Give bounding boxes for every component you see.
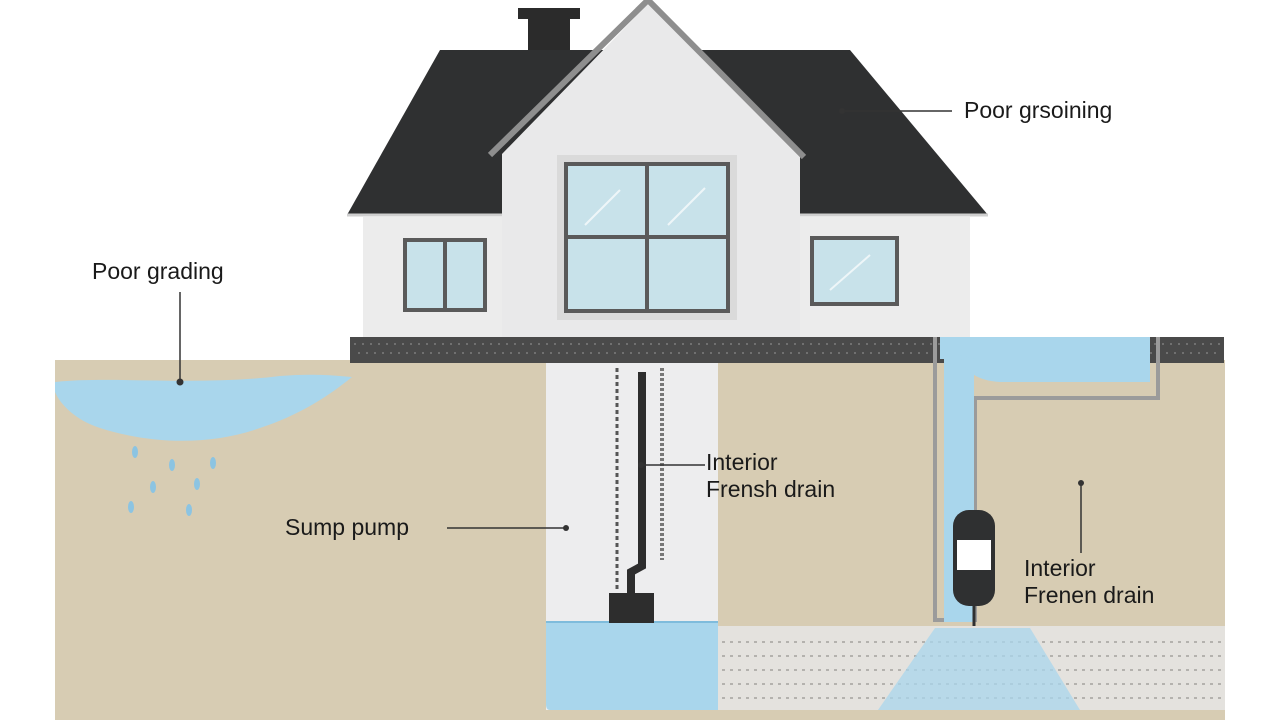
sump-pump-label: Sump pump xyxy=(285,514,410,540)
surface-pond xyxy=(55,374,352,441)
interior-drain-label-center: Interior Frensh drain xyxy=(706,449,835,503)
wall-pipe xyxy=(933,337,1160,622)
interior-drain-center-line2: Frensh drain xyxy=(706,476,836,502)
discharge-pipe xyxy=(627,372,646,595)
interior-drain-label-right: Interior Frenen drain xyxy=(1024,555,1154,609)
sump-pit-water xyxy=(546,622,718,710)
interior-drain-center-line1: Interior xyxy=(706,449,778,475)
drain-water-top xyxy=(940,337,1150,359)
roof-label: Poor grsoining xyxy=(964,97,1113,123)
leader-lines xyxy=(176,108,1084,553)
house xyxy=(347,0,988,337)
interior-drain-right-line1: Interior xyxy=(1024,555,1096,581)
grading-label: Poor grading xyxy=(92,258,224,284)
sump-pump-body xyxy=(609,593,654,623)
drain-water-corner xyxy=(960,355,1150,382)
right-window xyxy=(810,236,899,306)
water-drops xyxy=(128,446,216,516)
gable-trim xyxy=(487,0,807,160)
interior-drain-right-line2: Frenen drain xyxy=(1024,582,1155,608)
drain-water-spread xyxy=(878,628,1080,710)
drain-device-label xyxy=(957,540,991,570)
